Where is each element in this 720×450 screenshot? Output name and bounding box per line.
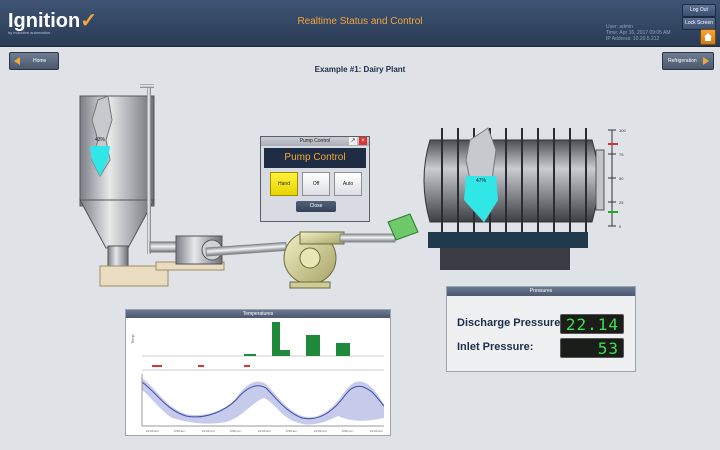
gauge-tick-50: 50 (619, 176, 624, 181)
pump-window-title: Pump Control (299, 138, 331, 144)
temp-bar (306, 335, 320, 356)
session-info: User: admin Time: Apr 16, 2017 09:05 AM … (606, 24, 671, 42)
home-nav-button[interactable]: Home (9, 52, 59, 70)
session-time: Time: Apr 16, 2017 09:05 AM (606, 30, 671, 36)
page-title: Example #1: Dairy Plant (314, 65, 406, 74)
x-label: 12:00 am (370, 429, 383, 433)
auto-button[interactable]: Auto (334, 172, 362, 196)
temperature-gauge (608, 129, 618, 227)
inlet-pressure-label: Inlet Pressure: (457, 341, 534, 353)
x-label: 6:00 pm (342, 429, 353, 433)
alarm-marker (152, 365, 162, 367)
popout-icon[interactable]: ↗ (349, 137, 357, 145)
x-label: 6:00 am (286, 429, 297, 433)
pump-close-button[interactable]: Close (296, 201, 336, 212)
logout-button[interactable]: Log Out (682, 4, 716, 17)
pump-window-titlebar[interactable]: Pump Control × ↗ (261, 137, 369, 146)
inlet-pressure-display: 53 (560, 338, 624, 358)
ignition-logo: Ignition✓ by inductive automation (8, 10, 97, 35)
refrigeration-nav-label: Refrigeration (668, 58, 697, 64)
temperatures-panel: Temperatures Temp 12:00 am 6:00 am 12:00… (125, 309, 391, 436)
alarm-marker (198, 365, 204, 367)
x-label: 12:00 pm (202, 429, 215, 433)
home-nav-label: Home (33, 58, 47, 64)
gauge-tick-25: 25 (619, 200, 624, 205)
green-valve (387, 213, 419, 241)
logo-text: Ignition (8, 10, 81, 32)
discharge-pressure-display: 22.14 (560, 314, 624, 334)
pressures-panel: Pressures Discharge Pressure: 22.14 Inle… (446, 286, 636, 372)
pump-control-window: Pump Control × ↗ Pump Control Hand Off A… (260, 136, 370, 222)
temperatures-chart[interactable]: Temp 12:00 am 6:00 am 12:00 pm 6:00 pm 1… (126, 318, 390, 435)
app-header: Ignition✓ by inductive automation Realti… (0, 0, 720, 47)
tank-level-text: 47% (476, 178, 487, 184)
hand-button[interactable]: Hand (270, 172, 298, 196)
header-title: Realtime Status and Control (297, 16, 423, 27)
x-label: 12:00 am (258, 429, 271, 433)
alarm-marker (244, 365, 250, 367)
hopper-level-fill (90, 146, 110, 176)
tank-level-fill (464, 176, 498, 222)
hopper-level-text: 43% (95, 137, 106, 143)
temp-bar (276, 350, 290, 356)
temperatures-y-label: Temp (130, 333, 135, 344)
session-ip: IP Address: 10.20.5.212 (606, 36, 660, 42)
temp-bar (244, 354, 256, 356)
gauge-tick-100: 100 (619, 128, 626, 133)
gauge-tick-75: 75 (619, 152, 624, 157)
x-label: 6:00 am (174, 429, 185, 433)
temperatures-title: Temperatures (126, 310, 390, 318)
arrow-right-icon (703, 57, 709, 65)
temp-bar (272, 322, 280, 356)
logo-tagline: by inductive automation (8, 30, 51, 35)
gauge-tick-0: 0 (619, 224, 622, 229)
centrifugal-pump (283, 231, 345, 289)
temp-bar (336, 343, 350, 356)
refrigeration-nav-button[interactable]: Refrigeration (662, 52, 714, 70)
discharge-pipe (339, 233, 396, 243)
session-user: User: admin (606, 24, 633, 30)
x-label: 12:00 am (146, 429, 159, 433)
pump-control-heading: Pump Control (264, 148, 366, 168)
close-icon[interactable]: × (359, 137, 367, 145)
lock-screen-button[interactable]: Lock Screen (682, 17, 716, 30)
storage-tank (423, 127, 605, 270)
off-button[interactable]: Off (302, 172, 330, 196)
discharge-pressure-label: Discharge Pressure: (457, 317, 564, 329)
x-label: 6:00 pm (230, 429, 241, 433)
home-icon[interactable] (700, 29, 716, 45)
arrow-left-icon (14, 57, 20, 65)
hopper-base (99, 265, 169, 287)
pressures-title: Pressures (447, 287, 635, 296)
x-label: 12:00 pm (314, 429, 327, 433)
